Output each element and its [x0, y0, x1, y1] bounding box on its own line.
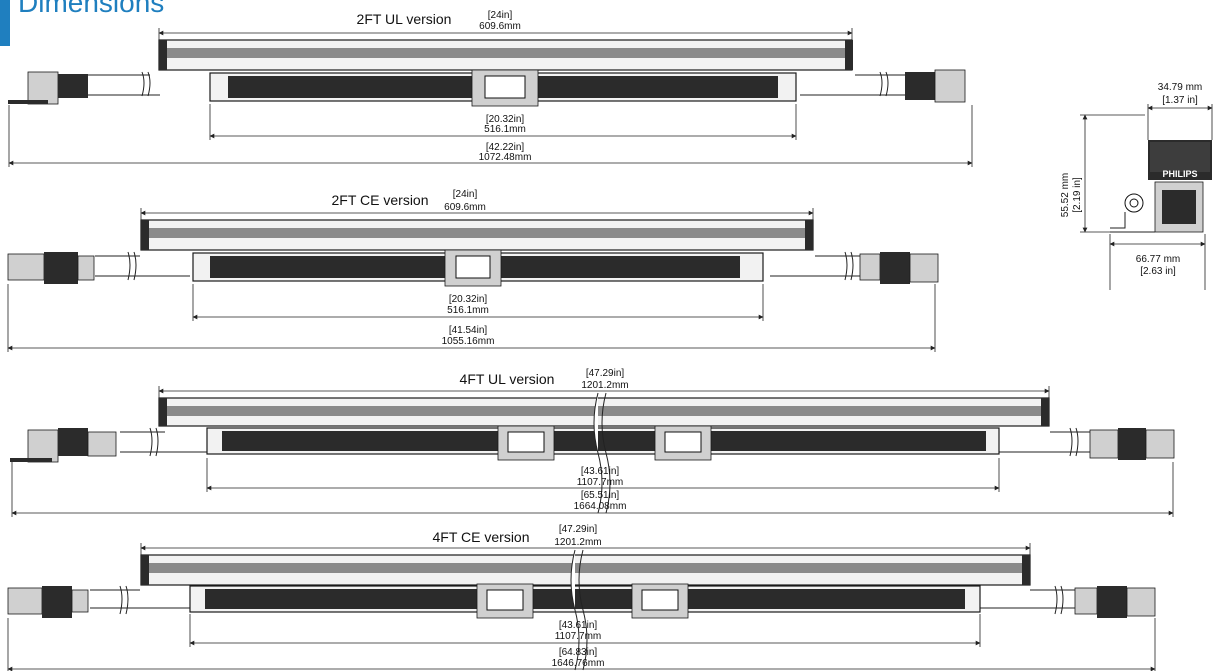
right-connector — [1089, 428, 1175, 460]
left-connector — [10, 428, 117, 463]
left-connector — [7, 586, 89, 618]
top-dim-mm: 1201.2mm — [581, 380, 628, 391]
total-dim-inches: [65.51in] — [581, 490, 620, 501]
mid-dim-inches: [43.61in] — [581, 466, 620, 477]
section-title: 2FT CE version — [332, 192, 429, 208]
end-view: 34.79 mm [1.37 in] 55.52 mm [2.19 in] PH… — [1060, 82, 1213, 290]
total-dim-inches: [41.54in] — [449, 325, 488, 336]
total-dim-inches: [64.83in] — [559, 647, 598, 658]
end-depth-mm: 66.77 mm — [1136, 254, 1180, 265]
mid-dim-inches: [20.32in] — [486, 114, 525, 125]
total-dim-mm: 1664.08mm — [574, 501, 627, 512]
end-width-in: [1.37 in] — [1162, 95, 1198, 106]
section-title: 2FT UL version — [357, 11, 452, 27]
top-dim-inches: [24in] — [488, 10, 513, 21]
mid-dim-inches: [43.61in] — [559, 620, 598, 631]
section-title: 4FT CE version — [433, 529, 530, 545]
section-title: 4FT UL version — [460, 371, 555, 387]
mid-dim-mm: 516.1mm — [447, 305, 489, 316]
total-dim-mm: 1072.48mm — [479, 152, 532, 163]
right-connector — [905, 69, 966, 103]
top-dim-inches: [24in] — [453, 189, 478, 200]
total-dim-mm: 1055.16mm — [442, 336, 495, 347]
section-4ft-ce: 4FT CE version [47.29in] 1201.2mm [43.61… — [7, 524, 1156, 671]
total-dim-inches: [42.22in] — [486, 142, 525, 153]
right-connector — [1074, 586, 1156, 618]
left-connector — [7, 252, 95, 284]
right-connector — [859, 252, 939, 284]
mid-dim-mm: 516.1mm — [484, 124, 526, 135]
end-height-mm: 55.52 mm — [1060, 173, 1071, 217]
section-2ft-ce: 2FT CE version [24in] 609.6mm [20.32in] … — [7, 189, 939, 352]
page-title: Dimensions — [18, 0, 164, 18]
mid-dim-mm: 1107.7mm — [577, 477, 624, 488]
top-dim-inches: [47.29in] — [559, 524, 598, 535]
left-connector — [8, 71, 88, 105]
section-2ft-ul: 2FT UL version [24in] 609.6mm [20.32in — [8, 10, 973, 167]
top-dim-inches: [47.29in] — [586, 368, 625, 379]
top-dim-mm: 1201.2mm — [554, 537, 601, 548]
end-width-mm: 34.79 mm — [1158, 82, 1202, 93]
end-depth-in: [2.63 in] — [1140, 266, 1176, 277]
mid-dim-mm: 1107.7mm — [555, 631, 602, 642]
title-accent-bar — [0, 0, 10, 46]
total-dim-mm: 1646.76mm — [552, 658, 605, 669]
section-4ft-ul: 4FT UL version [47.29in] 1201.2mm — [10, 368, 1175, 517]
end-height-in: [2.19 in] — [1072, 177, 1083, 213]
top-dim-mm: 609.6mm — [479, 21, 521, 32]
mid-dim-inches: [20.32in] — [449, 294, 488, 305]
brand-label: PHILIPS — [1162, 169, 1197, 179]
top-dim-mm: 609.6mm — [444, 202, 486, 213]
